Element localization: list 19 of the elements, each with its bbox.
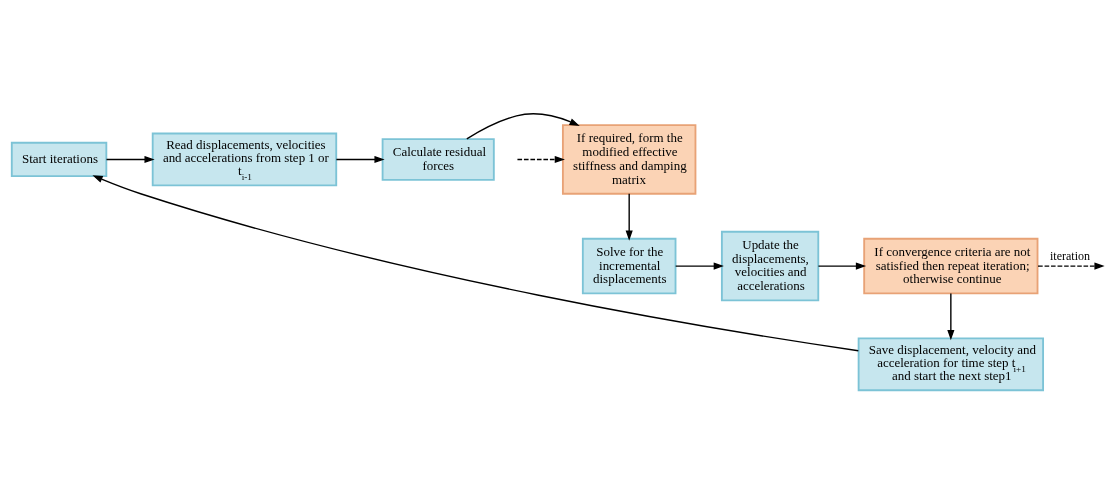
arrow	[335, 155, 385, 163]
edge-label: iteration	[1049, 248, 1091, 263]
node-box: Solve for the incremental displacements	[581, 237, 677, 294]
node-box: Start iterations	[10, 141, 108, 177]
arrow	[466, 112, 580, 140]
arrow	[947, 292, 955, 340]
arrow	[1037, 262, 1105, 270]
node-box: Save displacement, velocity and acceleration for time step t$_{i+1}$ and start the next step1	[857, 336, 1044, 391]
arrow	[675, 262, 724, 270]
arrow	[92, 174, 859, 351]
arrow	[817, 262, 867, 270]
arrow	[105, 155, 155, 163]
node-box: If required, form the modified effective stiffness and damping matrix	[561, 123, 697, 195]
node-box: If convergence criteria are not satisfied then repeat iteration; otherwise continue	[863, 237, 1039, 294]
arrow	[516, 155, 565, 163]
arrow	[625, 192, 633, 241]
node-box: Read displacements, velocities and accelerations from step 1 or t$_{i-1}$	[151, 132, 338, 186]
node-box: Calculate residual forces	[381, 137, 495, 181]
node-box: Update the displacements, velocities and accelerations	[720, 230, 820, 301]
